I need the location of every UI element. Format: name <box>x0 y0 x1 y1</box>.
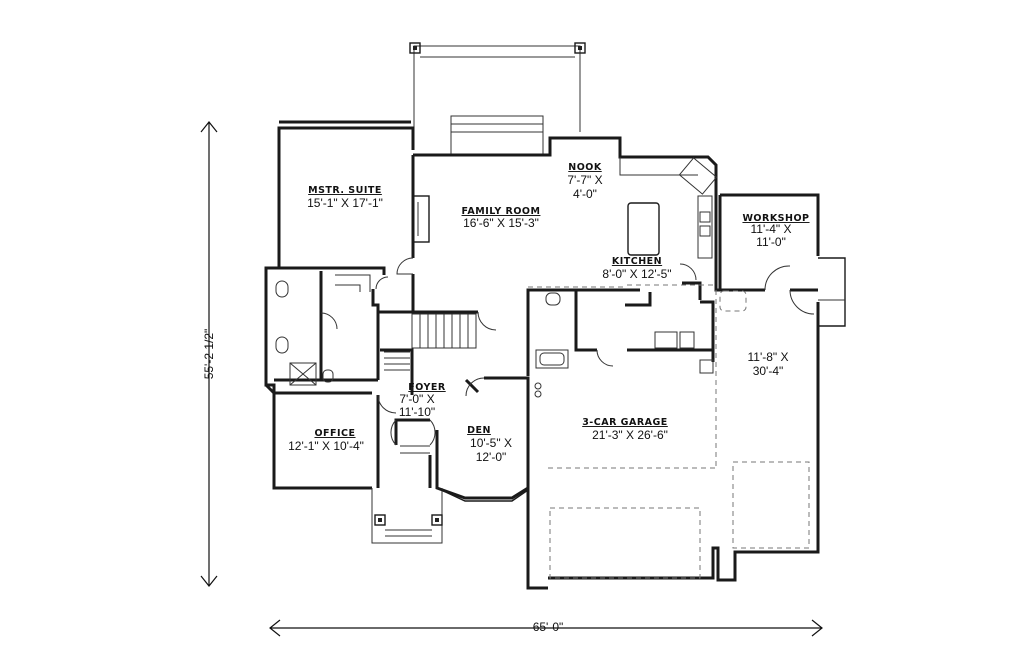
room-nook-size-line1: 7'-7" X <box>567 173 602 187</box>
room-nook: NOOK 7'-7" X 4'-0" <box>567 162 602 201</box>
depth-dimension-label: 55'-2 1/2" <box>202 329 216 380</box>
room-family-room: FAMILY ROOM 16'-6" X 15'-3" <box>462 206 541 230</box>
room-kitchen-size: 8'-0" X 12'-5" <box>602 267 671 281</box>
depth-dimension: 55'-2 1/2" <box>200 121 218 587</box>
width-dimension-label: 65'-0" <box>533 620 564 634</box>
room-office: OFFICE 12'-1" X 10'-4" <box>288 428 364 453</box>
room-garage-bay-size-line2: 30'-4" <box>753 364 784 378</box>
room-nook-size-line2: 4'-0" <box>573 187 597 201</box>
width-dimension: 65'-0" <box>269 619 823 637</box>
workshop-exterior-landing <box>818 257 846 327</box>
room-workshop-size-line1: 11'-4" X <box>750 222 791 236</box>
room-foyer: FOYER 7'-0" X 11'-10" <box>399 382 446 419</box>
room-garage-size: 21'-3" X 26'-6" <box>592 428 668 442</box>
room-den-name: DEN <box>467 425 491 436</box>
room-den-size-line1: 10'-5" X <box>470 436 512 450</box>
room-office-name: OFFICE <box>314 428 355 439</box>
room-den: DEN 10'-5" X 12'-0" <box>467 425 512 464</box>
room-garage-bay: 11'-8" X 30'-4" <box>747 350 788 378</box>
room-office-size: 12'-1" X 10'-4" <box>288 439 364 453</box>
powder-room-fixtures <box>534 292 569 398</box>
staircase <box>384 313 477 371</box>
room-kitchen: KITCHEN 8'-0" X 12'-5" <box>602 256 671 281</box>
room-kitchen-name: KITCHEN <box>612 256 662 267</box>
room-workshop: WORKSHOP 11'-4" X 11'-0" <box>742 213 809 249</box>
front-porch <box>371 445 443 544</box>
garage-details <box>548 290 810 579</box>
kitchen-fixtures <box>619 157 718 349</box>
room-foyer-name: FOYER <box>408 382 446 393</box>
door-swings <box>320 257 815 446</box>
exterior-walls <box>264 120 820 590</box>
room-family-room-name: FAMILY ROOM <box>462 206 541 217</box>
room-garage-bay-size-line1: 11'-8" X <box>747 350 788 364</box>
room-mstr-suite-size: 15'-1" X 17'-1" <box>307 196 383 210</box>
room-garage-name: 3-CAR GARAGE <box>582 417 668 428</box>
room-mstr-suite-name: MSTR. SUITE <box>308 185 382 196</box>
master-bath-fixtures <box>275 274 371 386</box>
room-foyer-size-line1: 7'-0" X <box>399 392 434 406</box>
den-bay-window <box>436 487 529 502</box>
room-nook-name: NOOK <box>568 162 602 173</box>
room-mstr-suite: MSTR. SUITE 15'-1" X 17'-1" <box>307 185 383 210</box>
room-workshop-size-line2: 11'-0" <box>756 235 786 249</box>
room-family-room-size: 16'-6" X 15'-3" <box>463 216 539 230</box>
room-garage: 3-CAR GARAGE 21'-3" X 26'-6" <box>582 417 668 442</box>
room-foyer-size-line2: 11'-10" <box>399 405 435 419</box>
room-workshop-name: WORKSHOP <box>742 213 809 224</box>
fireplace <box>412 195 430 243</box>
room-den-size-line2: 12'-0" <box>476 450 507 464</box>
